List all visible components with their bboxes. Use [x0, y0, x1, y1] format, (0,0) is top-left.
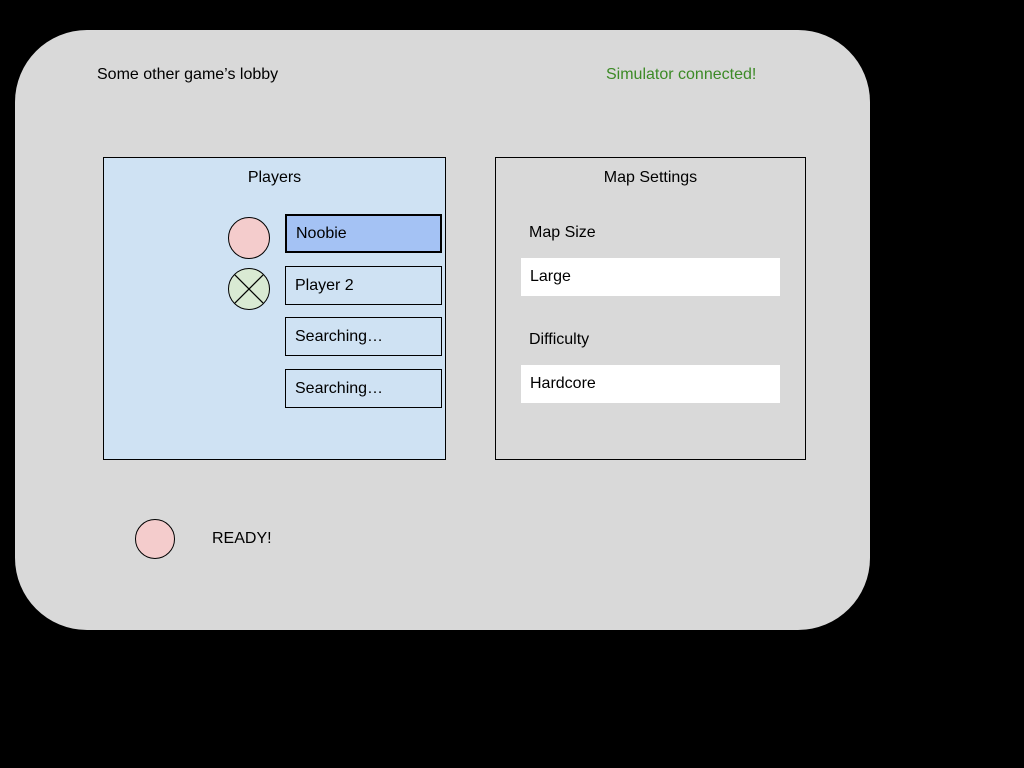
lobby-panel: Some other game’s lobby Simulator connec…	[15, 30, 870, 630]
simulator-status-text: Simulator connected!	[606, 66, 757, 83]
difficulty-label: Difficulty	[529, 331, 590, 348]
lobby-title: Some other game’s lobby	[97, 66, 279, 83]
ready-label: READY!	[212, 530, 272, 547]
player-status-not-ready-circle-icon[interactable]	[228, 268, 270, 310]
player-slot-3[interactable]: Searching…	[285, 317, 442, 356]
player-slot-2[interactable]: Player 2	[285, 266, 442, 305]
player-slot-4[interactable]: Searching…	[285, 369, 442, 408]
players-panel: Players Noobie Player 2 Searching… Searc…	[103, 157, 446, 460]
player-status-ready-circle-icon[interactable]	[228, 217, 270, 259]
player-slot-1[interactable]: Noobie	[285, 214, 442, 253]
map-settings-panel-title: Map Settings	[603, 169, 698, 186]
map-size-label: Map Size	[529, 224, 596, 241]
players-panel-title: Players	[247, 169, 302, 186]
ready-control[interactable]: READY!	[135, 519, 272, 559]
map-size-value[interactable]: Large	[521, 258, 780, 296]
ready-circle-icon[interactable]	[135, 519, 175, 559]
difficulty-value[interactable]: Hardcore	[521, 365, 780, 403]
map-settings-panel: Map Settings Map Size Large Difficulty H…	[495, 157, 806, 460]
cross-icon	[234, 274, 264, 304]
